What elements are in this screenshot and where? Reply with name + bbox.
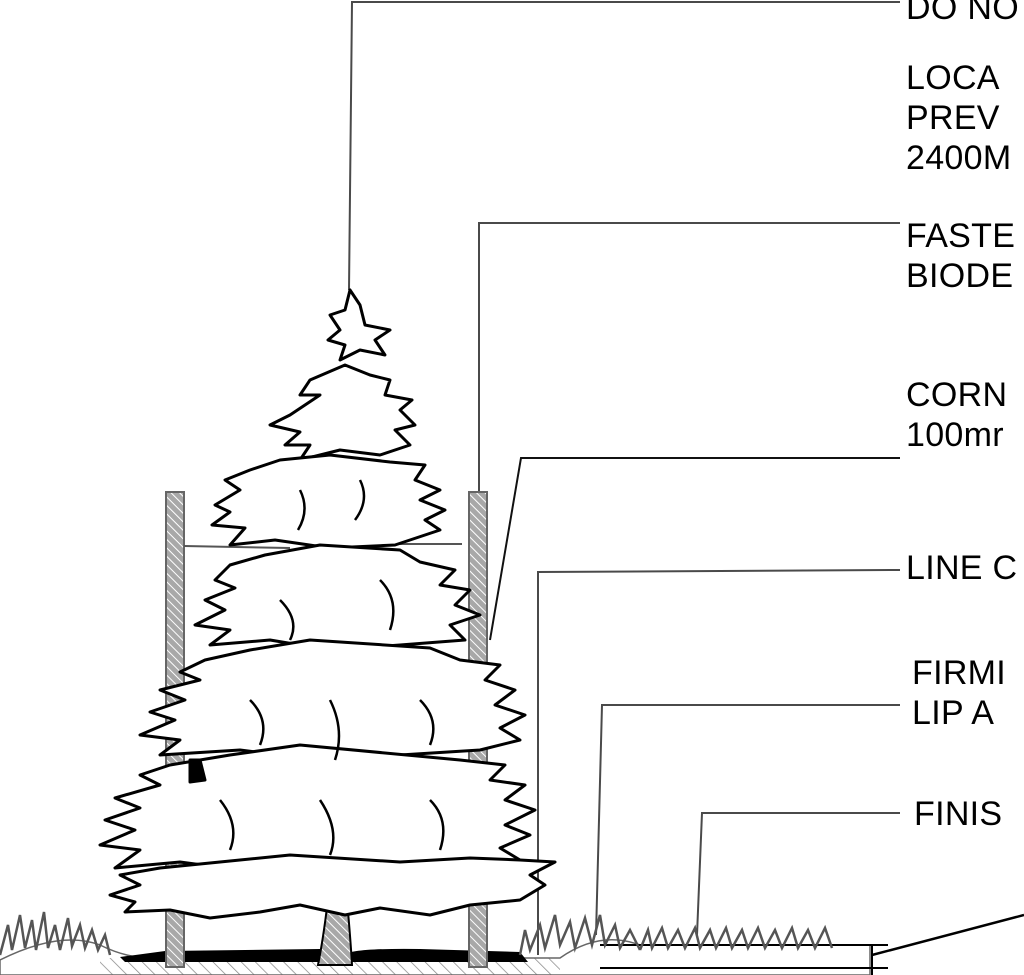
label-finish: FINIS [914, 794, 1002, 834]
label-line: FIRMI [912, 654, 1007, 692]
label-line-c: LINE C [906, 548, 1017, 588]
label-line: LOCA [906, 59, 1000, 97]
leader-do-not [348, 1, 900, 291]
conifer-tree [98, 288, 557, 920]
label-line: 100mr [906, 416, 1004, 454]
label-do-not: DO NO [906, 0, 1019, 28]
leader-firm [595, 704, 900, 936]
leader-corner [489, 457, 900, 641]
label-locate: LOCA PREV 2400M [906, 58, 1011, 178]
label-line: LINE C [906, 549, 1018, 587]
leader-grade [871, 913, 1024, 957]
label-fasten: FASTE BIODE [906, 216, 1015, 296]
label-line: DO NO [906, 0, 1019, 27]
label-corner: CORN 100mr [906, 375, 1007, 455]
leader-line [537, 569, 901, 955]
grass-left [0, 911, 834, 956]
label-line: FINIS [914, 795, 1003, 833]
label-line: FASTE [906, 217, 1016, 255]
leader-fasten [478, 222, 900, 492]
label-line: 2400M [906, 139, 1012, 177]
label-line: BIODE [906, 257, 1014, 295]
leader-finish [696, 812, 900, 936]
leader-lines [348, 1, 1024, 957]
label-line: CORN [906, 376, 1008, 414]
label-line: LIP A [912, 694, 995, 732]
label-line: PREV [906, 99, 1000, 137]
tie-left [183, 545, 291, 549]
label-firm: FIRMI LIP A [912, 653, 1006, 733]
soil-section [0, 939, 888, 975]
